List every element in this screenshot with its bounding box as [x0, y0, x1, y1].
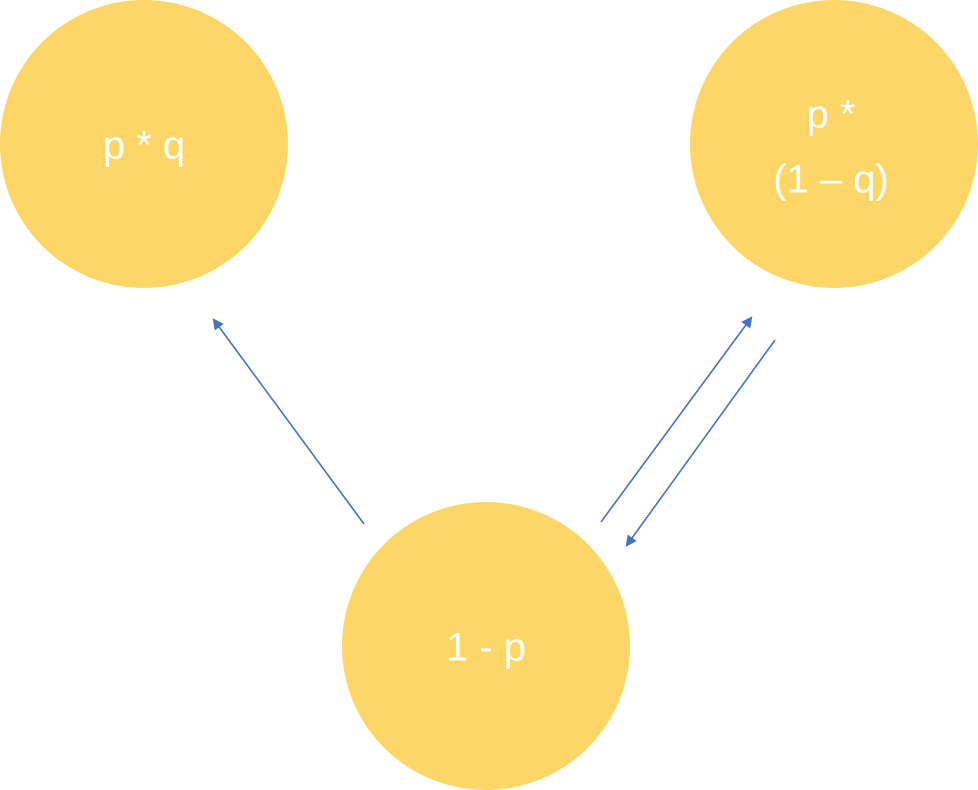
node-top-right-label-line-2: (1 – q) [773, 158, 889, 202]
arrow-top-right-to-bottom [625, 339, 776, 547]
node-bottom-label: 1 - p [446, 626, 526, 670]
arrow-bottom-to-top-right [600, 316, 753, 523]
node-top-left: p * q [0, 0, 288, 288]
node-top-right-label-line-1: p * [807, 93, 856, 137]
node-top-left-circle [0, 0, 288, 288]
node-bottom: 1 - p [342, 502, 630, 790]
arrow-bottom-to-top-left [212, 318, 365, 525]
node-bottom-circle [342, 502, 630, 790]
node-top-right: p * (1 – q) [690, 0, 978, 288]
node-top-right-circle [690, 0, 978, 288]
node-top-left-label: p * q [103, 124, 185, 168]
